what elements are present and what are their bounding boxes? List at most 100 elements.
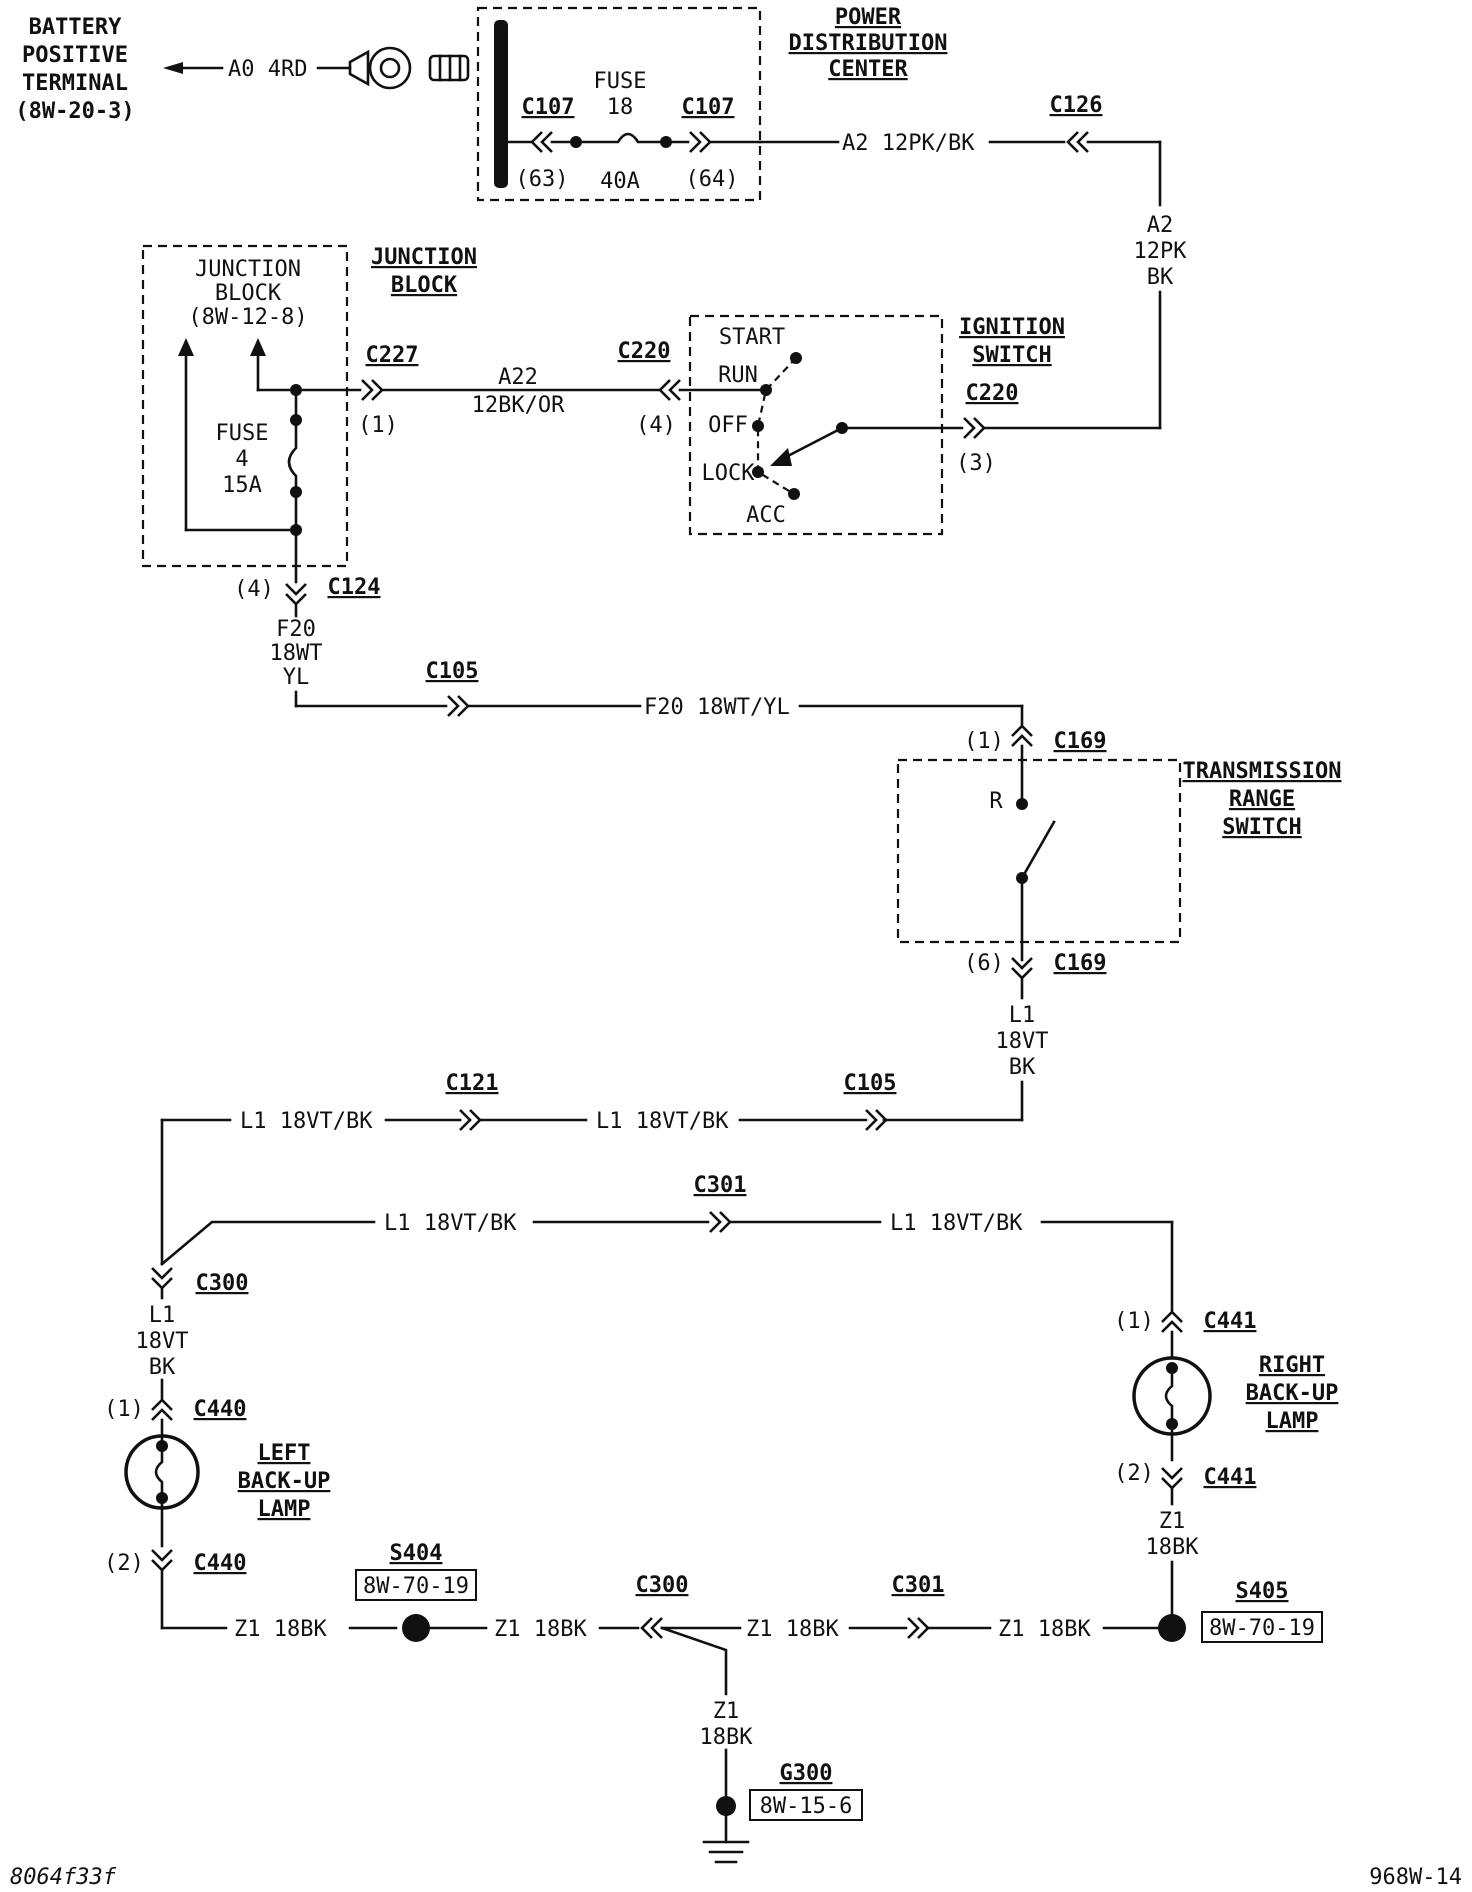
wire-f20-v2: 18WT xyxy=(270,641,323,666)
ignition-title-2: SWITCH xyxy=(972,343,1051,368)
connector-c440-top-label: C440 xyxy=(194,1397,247,1422)
wire-a2-label: A2 12PK/BK xyxy=(842,131,975,156)
connector-c441-bottom-label: C441 xyxy=(1204,1465,1257,1490)
connector-c440-top-pin: (1) xyxy=(104,1397,144,1422)
ignition-pos-run: RUN xyxy=(718,363,758,388)
trs-switch-blade xyxy=(1020,820,1056,880)
wire-l1-trs-v2: 18VT xyxy=(996,1029,1049,1054)
right-backup-lamp: (1) C441 RIGHT BACK-UP LAMP (2) C441 Z1 … xyxy=(1114,1309,1339,1630)
wire-a2-v2: 12PK xyxy=(1134,239,1188,264)
junction-block: JUNCTION BLOCK (8W-12-8) JUNCTION BLOCK … xyxy=(141,244,477,606)
pdc-fuse-label: FUSE xyxy=(594,69,647,94)
jb-title-2: BLOCK xyxy=(391,273,458,298)
jb-inner-label-3: (8W-12-8) xyxy=(188,305,307,330)
wire-l1-trs-v3: BK xyxy=(1009,1055,1036,1080)
jb-inner-label-2: BLOCK xyxy=(215,281,282,306)
connector-c121-icon xyxy=(459,1109,482,1131)
wire-z1-label-4: Z1 18BK xyxy=(998,1617,1091,1642)
ignition-pos-acc: ACC xyxy=(746,503,786,528)
trs-title-2: RANGE xyxy=(1229,787,1295,812)
connector-c126-icon xyxy=(1066,131,1089,153)
wire-f20-v3: YL xyxy=(283,665,310,690)
wire-l1-trs-v1: L1 xyxy=(1009,1003,1036,1028)
connector-c441-bottom-icon xyxy=(1161,1467,1183,1490)
connector-c124-icon xyxy=(285,583,307,606)
connector-c169-top-label: C169 xyxy=(1054,729,1107,754)
jb-fuse-amp: 15A xyxy=(222,473,262,498)
connector-c220-right-pin: (3) xyxy=(956,451,996,476)
ground-symbol-icon xyxy=(702,1840,750,1864)
jb-arrow-up-left-icon xyxy=(178,338,194,356)
ground-circuit: Z1 18BK S404 8W-70-19 Z1 18BK C300 Z1 18… xyxy=(160,1541,1323,1864)
wire-l1-label-3: L1 18VT/BK xyxy=(384,1211,517,1236)
ignition-switch: IGNITION SWITCH C220 (4) START RUN OFF L… xyxy=(618,314,1065,536)
connector-c169-bottom-pin: (6) xyxy=(964,951,1004,976)
splice-s404-label: S404 xyxy=(390,1541,443,1566)
left-lamp-title-1: LEFT xyxy=(258,1441,311,1466)
connector-c169-top-pin: (1) xyxy=(964,729,1004,754)
connector-c220-left-icon xyxy=(658,379,681,401)
jb-arrow-up-right-icon xyxy=(250,338,266,356)
left-lamp-title-2: BACK-UP xyxy=(238,1469,331,1494)
wire-z1-label-2: Z1 18BK xyxy=(494,1617,587,1642)
wire-a22: A22 12BK/OR xyxy=(380,365,662,418)
pdc-title-3: CENTER xyxy=(828,57,908,82)
connector-c300-l1-label: C300 xyxy=(196,1271,249,1296)
wire-a2-v3: BK xyxy=(1147,265,1174,290)
left-backup-lamp: (1) C440 LEFT BACK-UP LAMP (2) C440 xyxy=(104,1397,331,1630)
wire-a0-label: A0 4RD xyxy=(228,57,307,82)
battery-label-3: TERMINAL xyxy=(22,71,128,96)
fuse-18-icon xyxy=(574,132,668,144)
right-lamp-title-3: LAMP xyxy=(1266,1409,1319,1434)
wire-z1-ground-v2: 18BK xyxy=(700,1725,754,1750)
left-lamp-title-3: LAMP xyxy=(258,1497,311,1522)
connector-c107-left-icon xyxy=(530,131,553,153)
right-lamp-title-2: BACK-UP xyxy=(1246,1381,1339,1406)
wire-f20-label: F20 18WT/YL xyxy=(644,695,790,720)
wire-l1-label-1: L1 18VT/BK xyxy=(240,1109,373,1134)
connector-c105-label: C105 xyxy=(426,659,479,684)
pdc-pin-63: (63) xyxy=(516,167,569,192)
wire-l1-left-v1: L1 xyxy=(149,1303,176,1328)
splice-s405 xyxy=(1158,1614,1186,1642)
connector-c105-icon xyxy=(447,695,470,717)
wire-z1-right-v2: 18BK xyxy=(1146,1535,1200,1560)
pdc-connector-c107-right: C107 xyxy=(682,95,735,120)
connector-c220-right-label: C220 xyxy=(966,381,1019,406)
connector-c105-l1-icon xyxy=(865,1109,888,1131)
connector-c124-label: C124 xyxy=(328,575,381,600)
connector-c301-z1-label: C301 xyxy=(892,1573,945,1598)
wire-z1-right-v1: Z1 xyxy=(1159,1509,1186,1534)
pdc-fuse-amp: 40A xyxy=(600,169,640,194)
splice-s405-ref: 8W-70-19 xyxy=(1209,1616,1315,1641)
connector-c126-label: C126 xyxy=(1050,93,1103,118)
pdc-title-1: POWER xyxy=(835,5,902,30)
bus-bar xyxy=(494,20,508,188)
battery-terminal: BATTERY POSITIVE TERMINAL (8W-20-3) A0 4… xyxy=(15,15,470,124)
splice-s404-ref: 8W-70-19 xyxy=(363,1574,469,1599)
trs-position-r: R xyxy=(989,789,1003,814)
connector-c440-bottom-pin: (2) xyxy=(104,1551,144,1576)
battery-label-4: (8W-20-3) xyxy=(15,99,134,124)
power-distribution-center: POWER DISTRIBUTION CENTER FUSE 18 40A C1… xyxy=(476,5,947,202)
wire-a2-v1: A2 xyxy=(1147,213,1174,238)
connector-c105-l1-label: C105 xyxy=(844,1071,897,1096)
connector-c301-l1-icon xyxy=(709,1211,732,1233)
ignition-wiper-arrow-icon xyxy=(770,448,792,466)
trs-title-3: SWITCH xyxy=(1222,815,1301,840)
ignition-title-1: IGNITION xyxy=(959,315,1065,340)
connector-c301-z1-icon xyxy=(907,1617,930,1639)
battery-label-2: POSITIVE xyxy=(22,43,128,68)
battery-arrow-icon xyxy=(163,62,183,74)
wire-l1-label-2: L1 18VT/BK xyxy=(596,1109,729,1134)
ignition-pos-off: OFF xyxy=(708,413,748,438)
connector-c169-top-icon xyxy=(1011,724,1033,747)
ignition-pos-lock: LOCK xyxy=(702,461,756,486)
ring-terminal-icon xyxy=(348,46,470,90)
splice-s404 xyxy=(402,1614,430,1642)
wire-l1: L1 18VT BK C105 L1 18VT/BK C121 L1 18VT/… xyxy=(136,976,1174,1400)
connector-c300-l1-icon xyxy=(151,1267,173,1290)
connector-c441-top-label: C441 xyxy=(1204,1309,1257,1334)
connector-c107-right-icon xyxy=(689,131,712,153)
